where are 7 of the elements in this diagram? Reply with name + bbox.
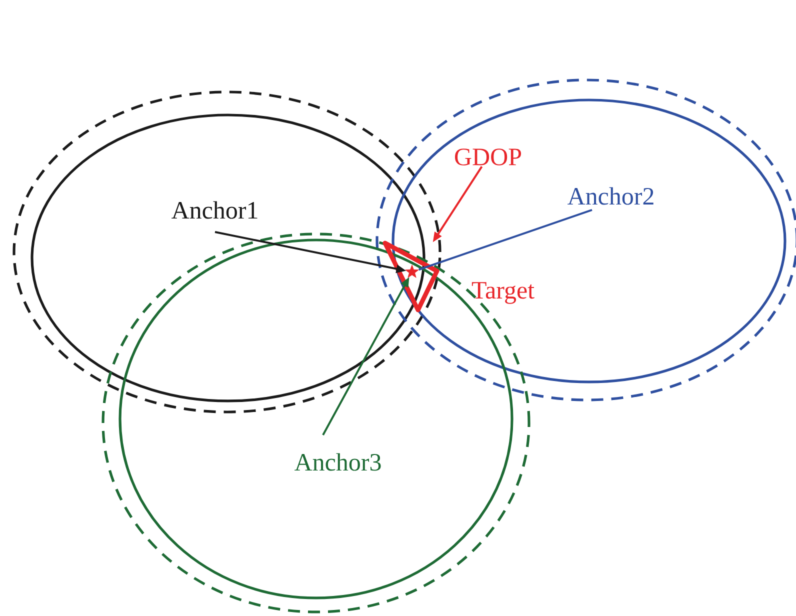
target-star	[405, 264, 419, 278]
anchor-label: GDOP	[455, 148, 522, 166]
gdop-region	[382, 240, 440, 312]
anchor-label: Anchor2	[568, 187, 654, 205]
anchor-label: Anchor1	[172, 201, 258, 219]
anchor-label: Anchor3	[294, 453, 381, 471]
target-label: Target	[472, 282, 534, 304]
